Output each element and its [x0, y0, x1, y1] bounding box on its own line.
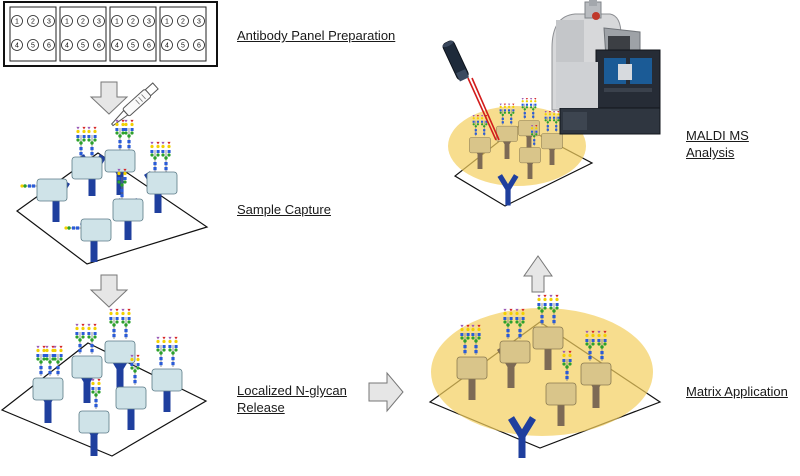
plate-well: [27, 15, 39, 27]
mass-spectrometer-icon: [551, 0, 661, 135]
plate-well: [193, 15, 205, 27]
well-number: 1: [15, 19, 19, 26]
plate-well: [11, 39, 23, 51]
plate-strip: 1 2 3 4 5 6: [109, 6, 157, 62]
well-number: 5: [181, 43, 185, 50]
laser-beam: [471, 77, 500, 141]
step-label-antibody-panel-preparation: Antibody Panel Preparation: [237, 28, 396, 43]
step-label-line: Localized N-glycan: [237, 383, 347, 398]
plate-strip: 1 2 3 4 5 6: [59, 6, 107, 62]
flow-arrow-down-1: [89, 81, 129, 115]
laser-pointer-icon: [442, 40, 470, 82]
well-number: 5: [131, 43, 135, 50]
flow-arrow-up: [523, 255, 553, 293]
step-label-sample-capture: Sample Capture: [237, 202, 331, 217]
maldi-ms-diagram: [442, 0, 661, 206]
plate-well: [93, 39, 105, 51]
well-number: 4: [65, 43, 69, 50]
well-number: 5: [31, 43, 35, 50]
plate-well: [143, 15, 155, 27]
plate-well: [111, 15, 123, 27]
well-number: 1: [65, 19, 69, 26]
plate-well: [143, 39, 155, 51]
plate-well: [43, 15, 55, 27]
well-number: 4: [15, 43, 19, 50]
plate-well: [61, 15, 73, 27]
well-number: 6: [197, 43, 201, 50]
plate-well: [77, 15, 89, 27]
plate-well: [161, 39, 173, 51]
step-label-line: MALDI MS: [686, 128, 749, 143]
well-number: 4: [115, 43, 119, 50]
plate-well: [127, 15, 139, 27]
flow-arrow-right: [368, 371, 404, 413]
plate-well: [27, 39, 39, 51]
pipette-icon: [111, 82, 159, 127]
well-number: 1: [165, 19, 169, 26]
step-label-line: Analysis: [686, 145, 735, 160]
well-number: 3: [197, 19, 201, 26]
well-number: 4: [165, 43, 169, 50]
well-number: 3: [147, 19, 151, 26]
plate-well: [161, 15, 173, 27]
sample-capture-diagram: [15, 119, 209, 264]
plate-well: [177, 15, 189, 27]
step-label-line: Release: [237, 400, 285, 415]
well-number: 6: [147, 43, 151, 50]
plate-strip: 1 2 3 4 5 6: [159, 6, 207, 62]
plate-well: [43, 39, 55, 51]
well-number: 5: [81, 43, 85, 50]
step-label-localized-n-glycan-release: Localized N-glycan Release: [237, 382, 347, 416]
plate-well: [193, 39, 205, 51]
plate-well: [11, 15, 23, 27]
plate-well: [77, 39, 89, 51]
well-number: 6: [97, 43, 101, 50]
laser-beam: [467, 77, 497, 141]
matrix-application-diagram: [428, 294, 662, 458]
well-number: 2: [131, 19, 135, 26]
plate-well: [127, 39, 139, 51]
well-number: 2: [31, 19, 35, 26]
well-number: 3: [97, 19, 101, 26]
matrix-halo: [448, 106, 586, 186]
plate-well: [177, 39, 189, 51]
step-label-maldi-ms-analysis: MALDI MS Analysis: [686, 127, 749, 161]
well-number: 6: [47, 43, 51, 50]
flow-arrow-down-2: [89, 274, 129, 308]
well-number: 2: [181, 19, 185, 26]
glycan-release-diagram: [0, 308, 208, 456]
well-number: 3: [47, 19, 51, 26]
plate-well: [93, 15, 105, 27]
plate-well: [61, 39, 73, 51]
well-number: 2: [81, 19, 85, 26]
plate-well: [111, 39, 123, 51]
step-label-matrix-application: Matrix Application: [686, 384, 788, 399]
plate-strip: 1 2 3 4 5 6: [9, 6, 57, 62]
well-number: 1: [115, 19, 119, 26]
antibody-plate: 1 2 3 4 5 6 1 2 3: [3, 1, 218, 67]
